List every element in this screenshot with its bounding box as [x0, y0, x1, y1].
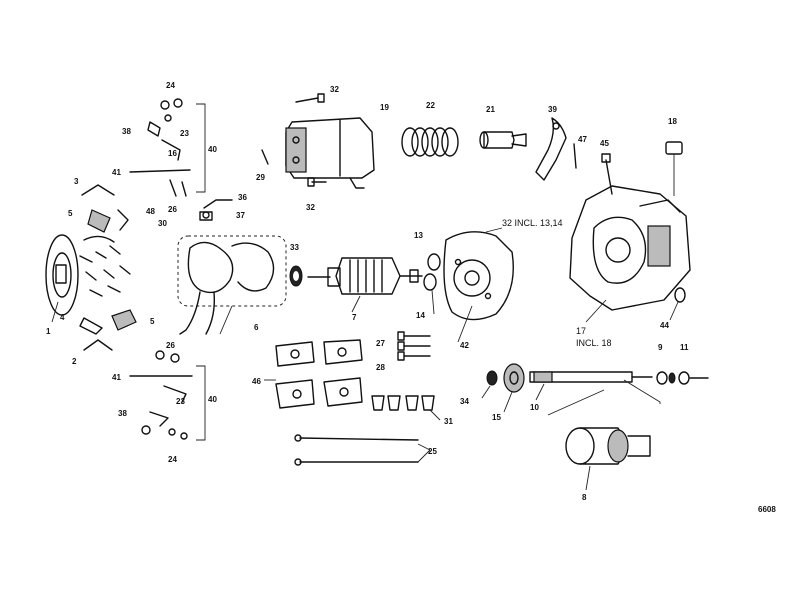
label-40a: 40 — [208, 145, 217, 154]
brush-parts-lower — [129, 350, 206, 441]
shift-lever — [535, 117, 577, 181]
label-34: 34 — [460, 397, 469, 406]
label-21: 21 — [486, 105, 495, 114]
screws-27-28 — [397, 331, 431, 361]
drive-housing-bushing — [665, 141, 683, 196]
label-26a: 26 — [168, 205, 177, 214]
label-28: 28 — [376, 363, 385, 372]
label-8: 8 — [582, 493, 587, 502]
starter-drive-assembly — [565, 427, 651, 465]
field-coil-housing — [177, 235, 287, 335]
drive-shaft — [529, 371, 653, 383]
label-30: 30 — [158, 219, 167, 228]
solenoid-screws — [261, 93, 327, 187]
label-42: 42 — [460, 341, 469, 350]
commutator-end-frame — [45, 234, 79, 316]
label-48: 48 — [146, 207, 155, 216]
label-29: 29 — [256, 173, 265, 182]
terminal-stud-parts — [199, 199, 233, 221]
plunger-return-spring — [401, 127, 459, 157]
callout-labels: 1 2 3 4 5 5 6 7 8 9 10 11 13 14 15 16 17… — [46, 81, 776, 514]
label-32a: 32 — [330, 85, 339, 94]
label-13: 13 — [414, 231, 423, 240]
label-23a: 23 — [180, 129, 189, 138]
plug-ring — [674, 287, 686, 303]
brush-springs — [275, 339, 363, 409]
label-38a: 38 — [122, 127, 131, 136]
solenoid-switch — [285, 117, 375, 189]
label-23b: 23 — [176, 397, 185, 406]
reduction-gear — [486, 363, 525, 393]
label-24b: 24 — [168, 455, 177, 464]
label-33: 33 — [290, 243, 299, 252]
label-40b: 40 — [208, 395, 217, 404]
label-7: 7 — [352, 313, 357, 322]
drawing-code: 6608 — [758, 505, 776, 514]
label-26b: 26 — [166, 341, 175, 350]
label-18: 18 — [668, 117, 677, 126]
label-6: 6 — [254, 323, 259, 332]
label-11: 11 — [680, 343, 689, 352]
leader-lines — [51, 227, 679, 491]
label-5a: 5 — [68, 209, 73, 218]
brush-parts-upper — [129, 98, 206, 197]
label-38b: 38 — [118, 409, 127, 418]
label-41a: 41 — [112, 168, 121, 177]
label-22: 22 — [426, 101, 435, 110]
label-31: 31 — [444, 417, 453, 426]
label-17: 17 — [576, 326, 586, 336]
lever-bolt — [601, 153, 613, 195]
thrust-washer — [289, 265, 303, 287]
label-10a: 10 — [530, 403, 539, 412]
label-27: 27 — [376, 339, 385, 348]
label-41b: 41 — [112, 373, 121, 382]
label-1: 1 — [46, 327, 51, 336]
label-19: 19 — [380, 103, 389, 112]
label-3: 3 — [74, 177, 79, 186]
solenoid-plunger — [479, 131, 527, 149]
shaft-retainers — [656, 371, 709, 385]
label-14: 14 — [416, 311, 425, 320]
drive-housing — [569, 185, 691, 311]
label-16: 16 — [168, 149, 177, 158]
label-44: 44 — [660, 321, 669, 330]
label-37: 37 — [236, 211, 245, 220]
brush-holder-assembly — [79, 184, 137, 351]
label-incl-13-14: 32 INCL. 13,14 — [502, 218, 563, 228]
label-36: 36 — [238, 193, 247, 202]
label-45: 45 — [600, 139, 609, 148]
label-39: 39 — [548, 105, 557, 114]
label-25: 25 — [428, 447, 437, 456]
label-4: 4 — [60, 313, 65, 322]
label-9: 9 — [658, 343, 663, 352]
label-32b: 32 — [306, 203, 315, 212]
label-15: 15 — [492, 413, 501, 422]
label-incl-18: INCL. 18 — [576, 338, 612, 348]
armature — [307, 257, 423, 295]
label-2: 2 — [72, 357, 77, 366]
center-bearing-plate — [443, 231, 514, 321]
label-46: 46 — [252, 377, 261, 386]
label-47: 47 — [578, 135, 587, 144]
through-bolts — [294, 434, 419, 466]
screws-31 — [371, 395, 435, 411]
drive-end-bushings — [423, 253, 441, 291]
label-5b: 5 — [150, 317, 155, 326]
label-24a: 24 — [166, 81, 175, 90]
